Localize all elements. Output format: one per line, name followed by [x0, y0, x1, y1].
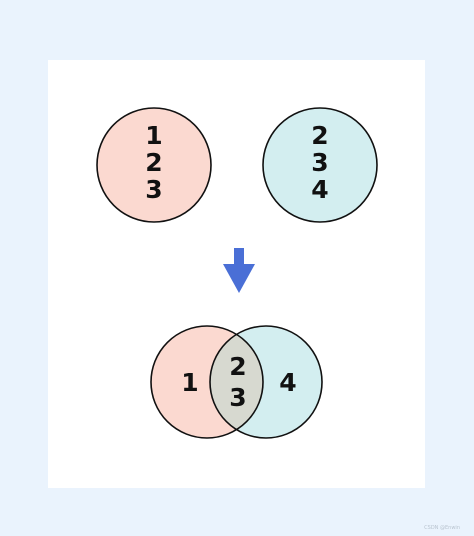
venn-intersection: [210, 326, 263, 438]
set-b-item-2: 3: [311, 148, 328, 177]
venn-circle-a-outline: [150, 325, 264, 439]
set-a-circle: [96, 107, 212, 223]
set-a: 1 2 3: [96, 107, 212, 223]
watermark: CSDN @Enwin: [424, 525, 460, 531]
arrow-down-icon: [223, 248, 255, 293]
set-b-circle: [262, 107, 378, 223]
set-b: 2 3 4: [262, 107, 378, 223]
venn-only-b-item: 4: [279, 368, 296, 397]
venn-both-item-2: 3: [229, 383, 246, 412]
venn-both-item-1: 2: [229, 352, 246, 381]
venn-result: 1 2 3 4: [150, 325, 323, 439]
venn-only-a-item: 1: [181, 368, 198, 397]
set-a-item-3: 3: [145, 175, 162, 204]
set-b-item-1: 2: [311, 121, 328, 150]
set-b-item-3: 4: [311, 175, 328, 204]
venn-circle-b-outline: [209, 325, 323, 439]
set-a-item-1: 1: [145, 121, 162, 150]
set-a-item-2: 2: [145, 148, 162, 177]
